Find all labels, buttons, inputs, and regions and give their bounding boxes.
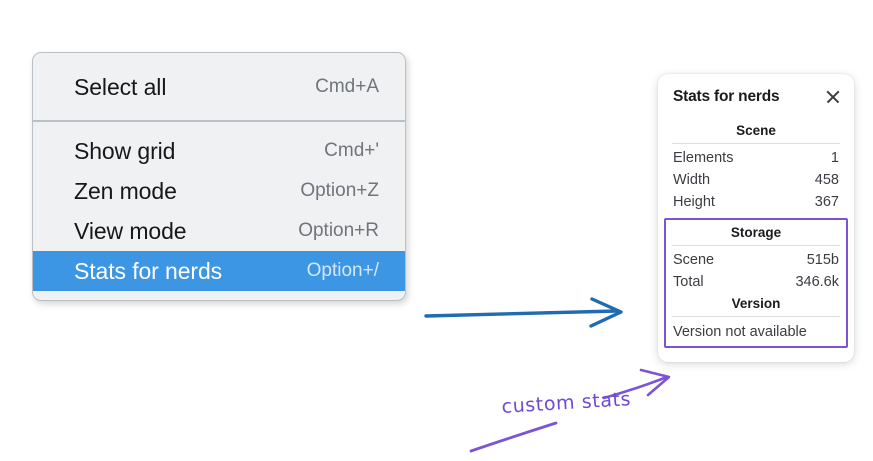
menu-item-label: View mode [74,217,187,244]
menu-item-label: Zen mode [74,177,177,204]
menu-item-select-all[interactable]: Select all Cmd+A [33,67,405,107]
stats-row-value: 367 [814,194,839,210]
menu-item-stats-for-nerds[interactable]: Stats for nerds Option+/ [33,251,405,291]
scene-section: Scene Elements 1 Width 458 Height 367 [668,120,844,213]
version-not-available-text: Version not available [673,324,807,340]
stats-for-nerds-panel[interactable]: Stats for nerds Scene Elements 1 Width 4… [658,74,854,362]
menu-item-label: Stats for nerds [74,257,223,284]
stats-panel-header: Stats for nerds [668,88,844,106]
menu-item-shortcut: Option+R [298,220,379,241]
stats-row-value: 515b [806,252,839,268]
stats-row-elements: Elements 1 [668,147,844,169]
menu-group-2: Show grid Cmd+' Zen mode Option+Z View m… [33,122,405,300]
section-divider [672,245,840,246]
stats-row-width: Width 458 [668,169,844,191]
purple-underline-stroke [469,421,558,453]
stats-row-storage-scene: Scene 515b [668,249,844,271]
stats-row-key: Total [673,274,704,290]
stats-row-key: Height [673,194,715,210]
menu-item-shortcut: Cmd+A [315,76,379,97]
annotation-label-custom-stats: custom stats [501,388,632,418]
menu-item-label: Show grid [74,137,176,164]
menu-item-shortcut: Option+/ [306,260,379,281]
stats-row-storage-total: Total 346.6k [668,271,844,293]
blue-arrow [424,297,623,328]
menu-item-shortcut: Cmd+' [324,140,379,161]
menu-item-zen-mode[interactable]: Zen mode Option+Z [33,171,405,211]
version-section: Version Version not available [668,293,844,342]
version-section-title: Version [731,296,781,311]
stats-row-key: Scene [673,252,715,268]
custom-stats-highlight-box: Storage Scene 515b Total 346.6k Version … [664,218,848,348]
stats-row-key: Elements [673,150,734,166]
stats-row-value: 458 [814,172,839,188]
menu-item-show-grid[interactable]: Show grid Cmd+' [33,131,405,171]
storage-section: Storage Scene 515b Total 346.6k [668,222,844,293]
menu-group-1: Select all Cmd+A [33,53,405,120]
menu-item-shortcut: Option+Z [300,180,379,201]
scene-section-title: Scene [736,123,776,138]
close-icon[interactable] [824,88,842,106]
stats-row-value: 1 [830,150,839,166]
stats-row-value: 346.6k [795,274,839,290]
stats-panel-title: Stats for nerds [673,88,780,105]
section-divider [672,316,840,317]
context-menu[interactable]: Select all Cmd+A Show grid Cmd+' Zen mod… [32,52,406,301]
menu-item-view-mode[interactable]: View mode Option+R [33,211,405,251]
section-divider [672,143,840,144]
menu-separator [33,120,405,122]
stats-row-height: Height 367 [668,191,844,213]
stats-row-key: Width [673,172,711,188]
storage-section-title: Storage [730,225,782,240]
menu-item-label: Select all [74,73,167,100]
